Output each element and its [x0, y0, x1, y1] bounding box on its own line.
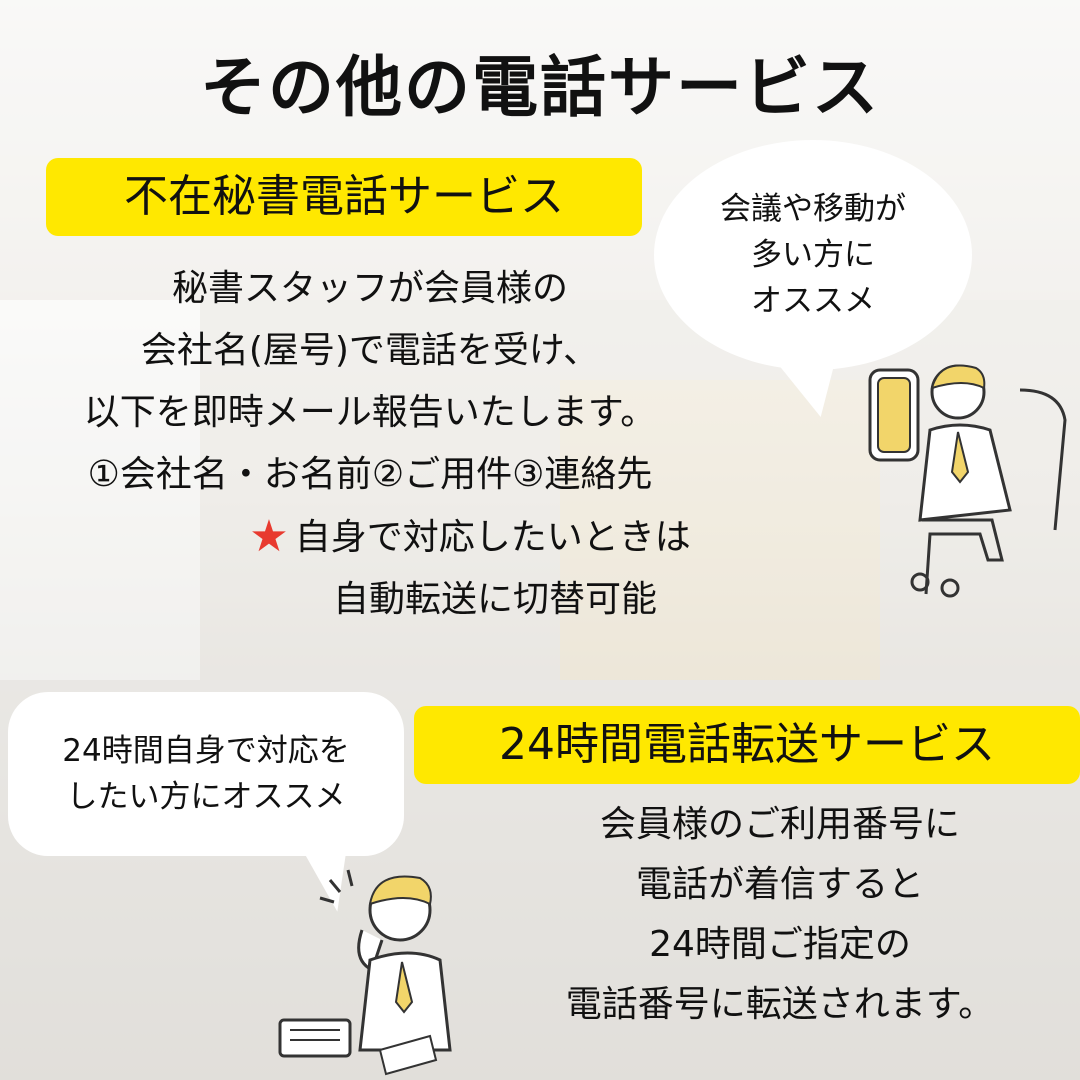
desc-line: 秘書スタッフが会員様の [171, 268, 568, 309]
speech-bubble-recommend-1: 会議や移動が 多い方に オススメ [654, 140, 972, 370]
desc-line: ①会社名・お名前②ご用件③連絡先 [87, 454, 653, 495]
desc-line: 会員様のご利用番号に [599, 804, 960, 845]
bubble-line: 会議や移動が [720, 191, 906, 227]
service-tag-24h-forwarding: 24時間電話転送サービス [414, 706, 1080, 784]
note-line: ★自身で対応したいときは [10, 506, 730, 569]
desc-line: 以下を即時メール報告いたします。 [83, 392, 657, 433]
businessman-sitting-illustration [868, 364, 1067, 598]
note-line: 自動転送に切替可能 [332, 579, 657, 620]
desc-line: 電話が着信すると [635, 864, 924, 905]
bubble-line: したい方にオススメ [66, 779, 346, 815]
bubble-line: 多い方に [751, 237, 875, 273]
section2-description: 会員様のご利用番号に 電話が着信すると 24時間ご指定の 電話番号に転送されます… [500, 795, 1060, 1035]
note-text: 自身で対応したいときは [294, 517, 691, 558]
desc-line: 会社名(屋号)で電話を受け、 [140, 330, 600, 371]
speech-bubble-recommend-2: 24時間自身で対応を したい方にオススメ [8, 692, 404, 856]
section1-description: 秘書スタッフが会員様の 会社名(屋号)で電話を受け、 以下を即時メール報告いたし… [10, 258, 730, 631]
bubble-line: 24時間自身で対応を [62, 733, 350, 769]
desc-line: 24時間ご指定の [649, 924, 911, 965]
bubble-line: オススメ [751, 283, 875, 319]
businessman-on-phone-illustration [278, 869, 452, 1076]
desc-line: 電話番号に転送されます。 [565, 984, 995, 1025]
page-title: その他の電話サービス [200, 48, 880, 126]
star-icon: ★ [249, 511, 289, 562]
service-tag-absence-secretary: 不在秘書電話サービス [46, 158, 642, 236]
